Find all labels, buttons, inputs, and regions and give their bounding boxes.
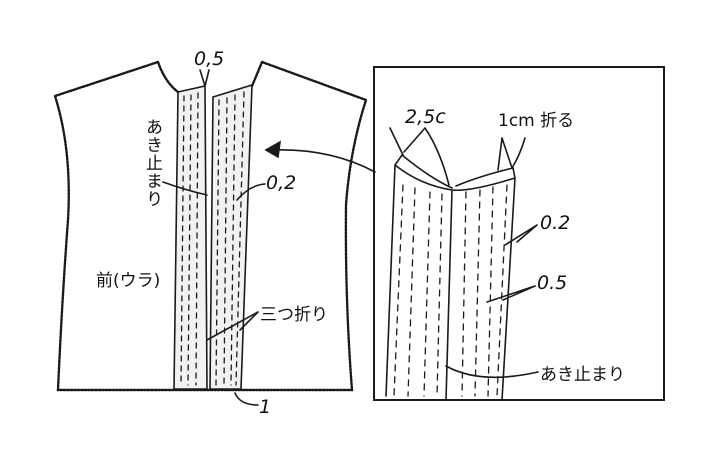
detail-opening-stop-label: あき止まり: [540, 365, 625, 385]
triple-fold-label: 三つ折り: [260, 305, 328, 325]
placket-left: [173, 85, 208, 390]
stitch-lines-detail: [393, 184, 508, 397]
detail-box: [373, 66, 665, 401]
stitch-width-label: 0,2: [266, 172, 297, 194]
bodice-outline: [53, 60, 368, 392]
opening-stop-label: あき止まり: [142, 118, 162, 208]
bottom-width-label: 1: [259, 396, 272, 418]
arrow-to-detail: [271, 149, 376, 173]
stitch-lines-bodice: [180, 91, 245, 386]
neck-opening-label: 0,5: [194, 48, 225, 70]
detail-stitch-outer-label: 0.2: [540, 212, 571, 234]
detail-stitch-inner-label: 0.5: [537, 272, 568, 294]
front-wrong-side-label: 前(ウラ): [96, 271, 161, 291]
detail-width-label: 2,5c: [405, 106, 446, 128]
placket-right: [209, 83, 253, 390]
detail-fold-label: 1cm 折る: [498, 111, 575, 131]
detail-placket: [385, 153, 516, 401]
